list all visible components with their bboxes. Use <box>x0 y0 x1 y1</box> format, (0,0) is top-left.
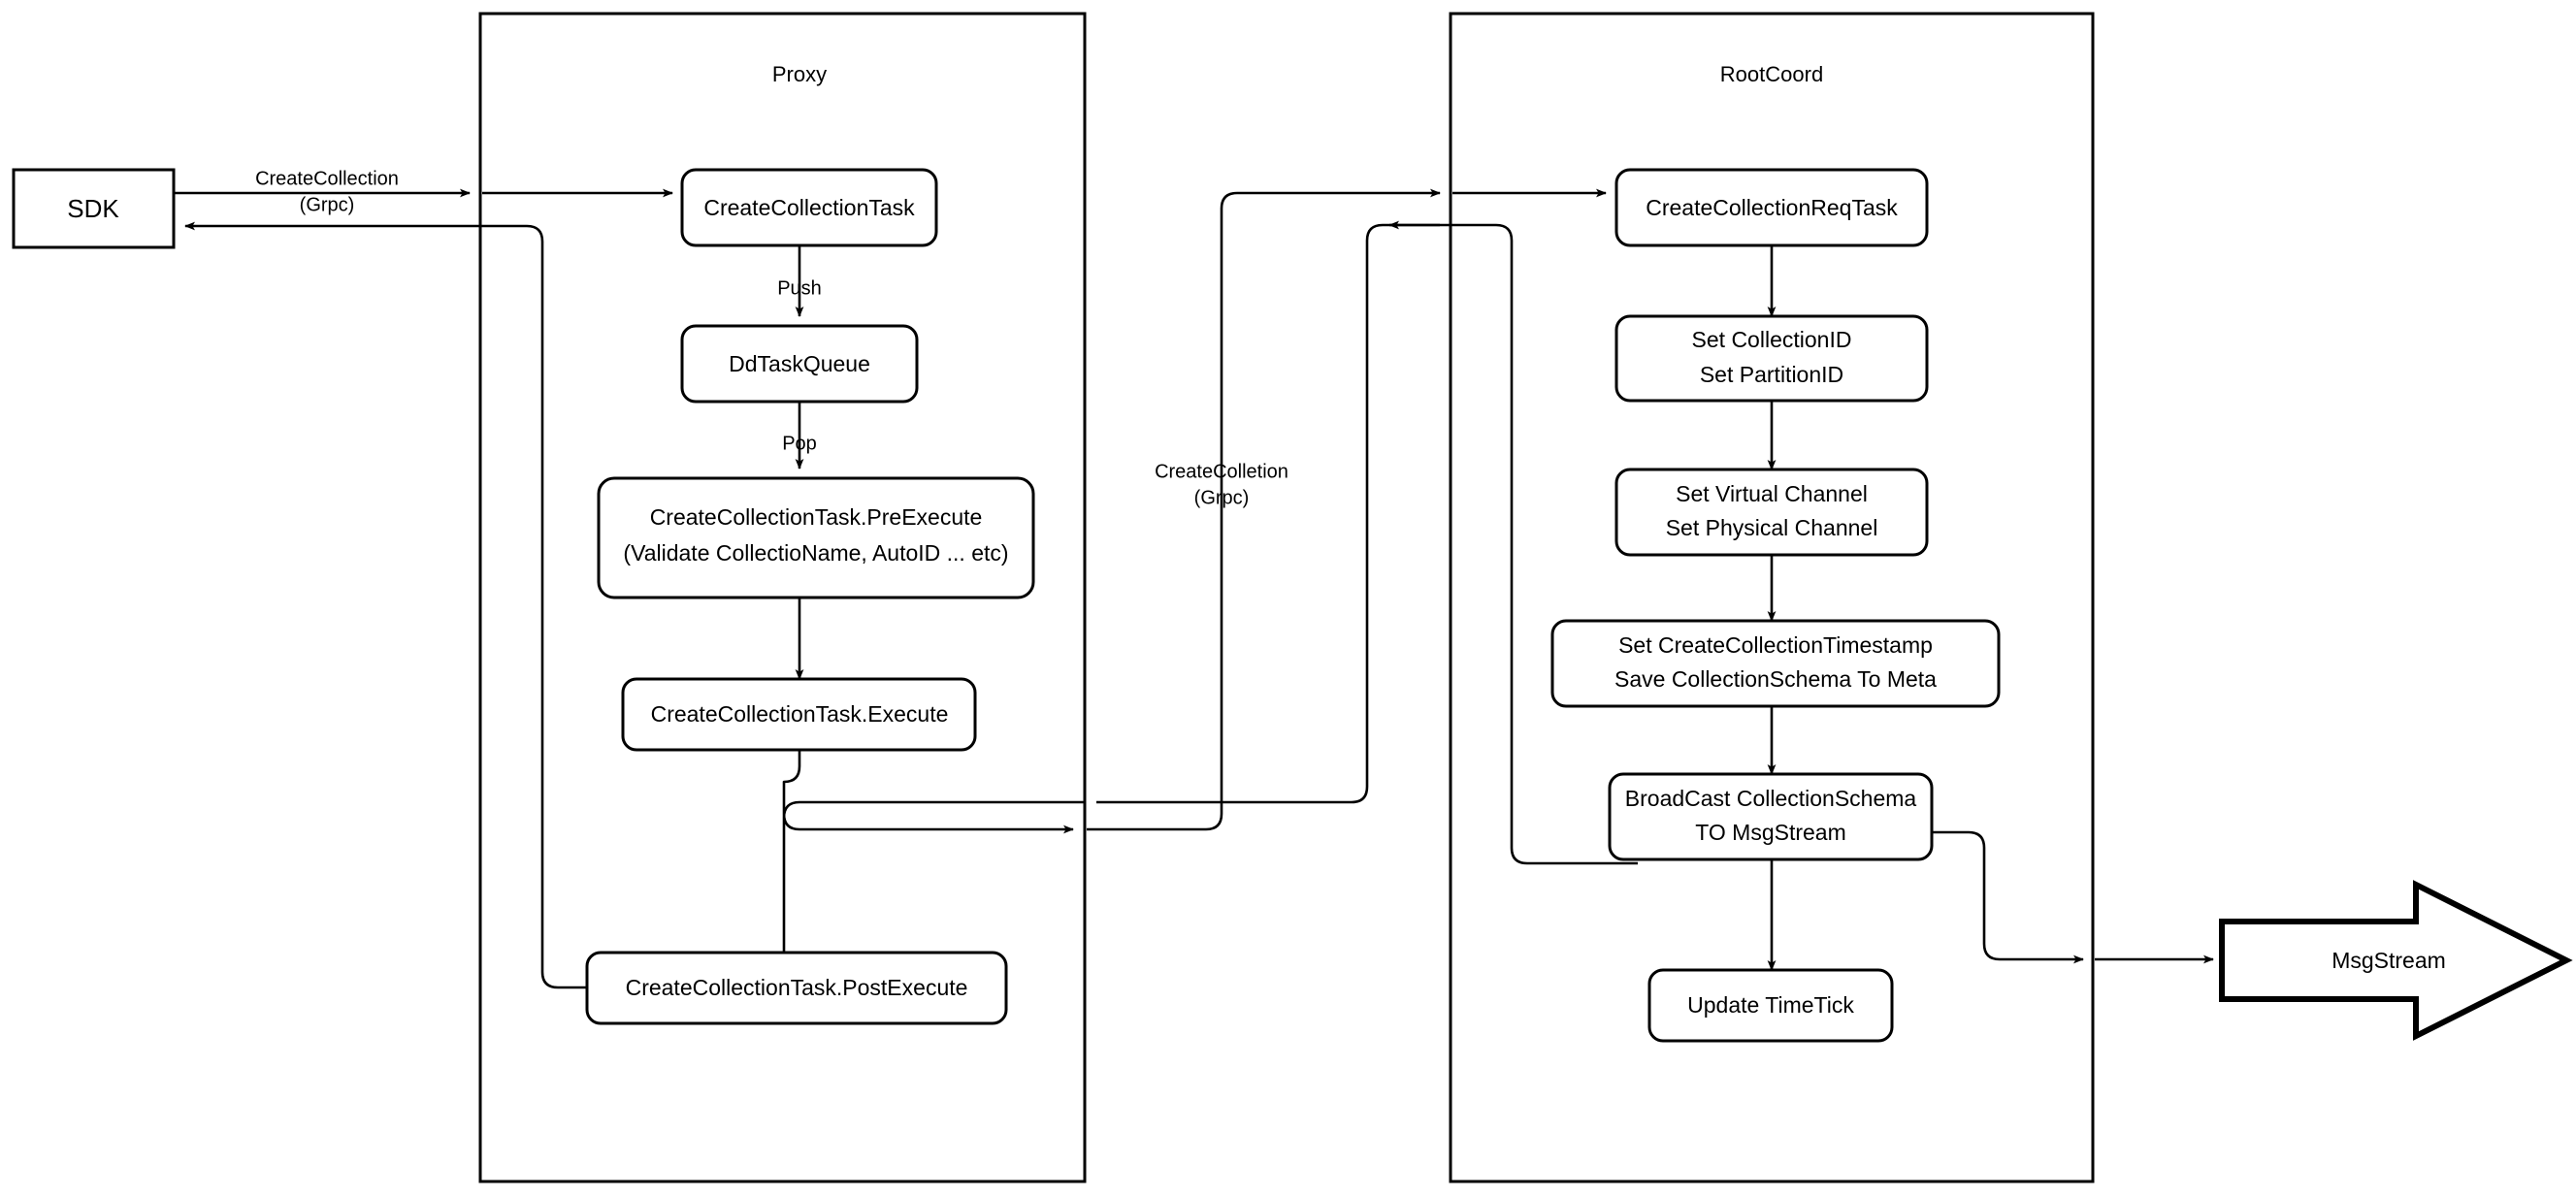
push-label: Push <box>777 277 822 299</box>
set-ids-label-line2: Set PartitionID <box>1700 362 1843 387</box>
edge-broadcast-to-msgstream-segment <box>1932 830 2084 964</box>
node-post-execute[interactable]: CreateCollectionTask.PostExecute <box>585 951 1008 1025</box>
update-timetick-label: Update TimeTick <box>1687 992 1854 1018</box>
set-ids-rect <box>1614 314 1929 403</box>
set-channels-label-line1: Set Virtual Channel <box>1676 481 1868 506</box>
pre-execute-label-line2: (Validate CollectioName, AutoID ... etc) <box>623 540 1008 566</box>
post-execute-label: CreateCollectionTask.PostExecute <box>626 975 968 1000</box>
node-create-collection-task[interactable]: CreateCollectionTask <box>680 168 938 247</box>
edge-return-to-postexecute <box>779 800 1085 975</box>
node-broadcast[interactable]: BroadCast CollectionSchema TO MsgStream <box>1608 772 1934 861</box>
pre-execute-rect <box>597 476 1035 599</box>
edge-postexecute-to-sdk <box>184 221 587 989</box>
edge-proxy-to-rootcoord-grpc <box>1087 188 1441 831</box>
label-push: Push <box>777 277 822 299</box>
node-set-timestamp[interactable]: Set CreateCollectionTimestamp Save Colle… <box>1550 619 2001 708</box>
dd-task-queue-rect <box>680 324 919 404</box>
edge-rootcoord-return-segment <box>1096 223 1440 804</box>
node-create-collection-req-task[interactable]: CreateCollectionReqTask <box>1614 168 1929 247</box>
node-update-timetick[interactable]: Update TimeTick <box>1647 968 1894 1043</box>
rootcoord-container-label: RootCoord <box>1720 62 1823 86</box>
set-ids-label-line1: Set CollectionID <box>1692 327 1852 352</box>
update-timetick-rect <box>1647 968 1894 1043</box>
set-channels-label-line2: Set Physical Channel <box>1666 515 1878 540</box>
set-timestamp-label-line1: Set CreateCollectionTimestamp <box>1618 632 1933 658</box>
edge-timetick-return <box>1388 220 1638 865</box>
pop-label: Pop <box>782 433 817 454</box>
edge-execute-to-rootcoord <box>782 750 1074 834</box>
node-set-ids[interactable]: Set CollectionID Set PartitionID <box>1614 314 1929 403</box>
msgstream-arrow-shape <box>2219 880 2573 1041</box>
label-sdk-grpc: CreateCollection (Grpc) <box>255 168 399 215</box>
node-pre-execute[interactable]: CreateCollectionTask.PreExecute (Validat… <box>597 476 1035 599</box>
create-collection-req-task-label: CreateCollectionReqTask <box>1646 195 1898 220</box>
node-set-channels[interactable]: Set Virtual Channel Set Physical Channel <box>1614 468 1929 557</box>
label-proxy-rootcoord-grpc: CreateColletion (Grpc) <box>1155 461 1288 508</box>
msgstream-label: MsgStream <box>2331 948 2446 973</box>
node-msgstream[interactable]: MsgStream <box>2219 880 2573 1041</box>
create-collection-task-rect <box>680 168 938 247</box>
create-collection-req-task-rect <box>1614 168 1929 247</box>
create-collection-task-label: CreateCollectionTask <box>703 195 915 220</box>
broadcast-rect <box>1608 772 1934 861</box>
sdk-label: SDK <box>67 194 119 223</box>
dd-task-queue-label: DdTaskQueue <box>729 351 870 376</box>
label-pop: Pop <box>782 433 817 454</box>
proxy-rootcoord-grpc-line1: CreateColletion <box>1155 461 1288 482</box>
set-timestamp-rect <box>1550 619 2001 708</box>
node-dd-task-queue[interactable]: DdTaskQueue <box>680 324 919 404</box>
pre-execute-label-line1: CreateCollectionTask.PreExecute <box>650 504 983 530</box>
node-execute[interactable]: CreateCollectionTask.Execute <box>621 677 977 752</box>
sdk-grpc-line2: (Grpc) <box>300 194 355 215</box>
node-sdk[interactable]: SDK <box>12 168 176 249</box>
sdk-rect <box>12 168 176 249</box>
execute-rect <box>621 677 977 752</box>
proxy-rootcoord-grpc-line2: (Grpc) <box>1194 487 1250 508</box>
set-channels-rect <box>1614 468 1929 557</box>
execute-label: CreateCollectionTask.Execute <box>651 701 949 727</box>
broadcast-label-line2: TO MsgStream <box>1695 820 1846 845</box>
set-timestamp-label-line2: Save CollectionSchema To Meta <box>1614 666 1937 692</box>
proxy-container-label: Proxy <box>772 62 827 86</box>
broadcast-label-line1: BroadCast CollectionSchema <box>1625 786 1917 811</box>
sdk-grpc-line1: CreateCollection <box>255 168 399 189</box>
post-execute-rect <box>585 951 1008 1025</box>
